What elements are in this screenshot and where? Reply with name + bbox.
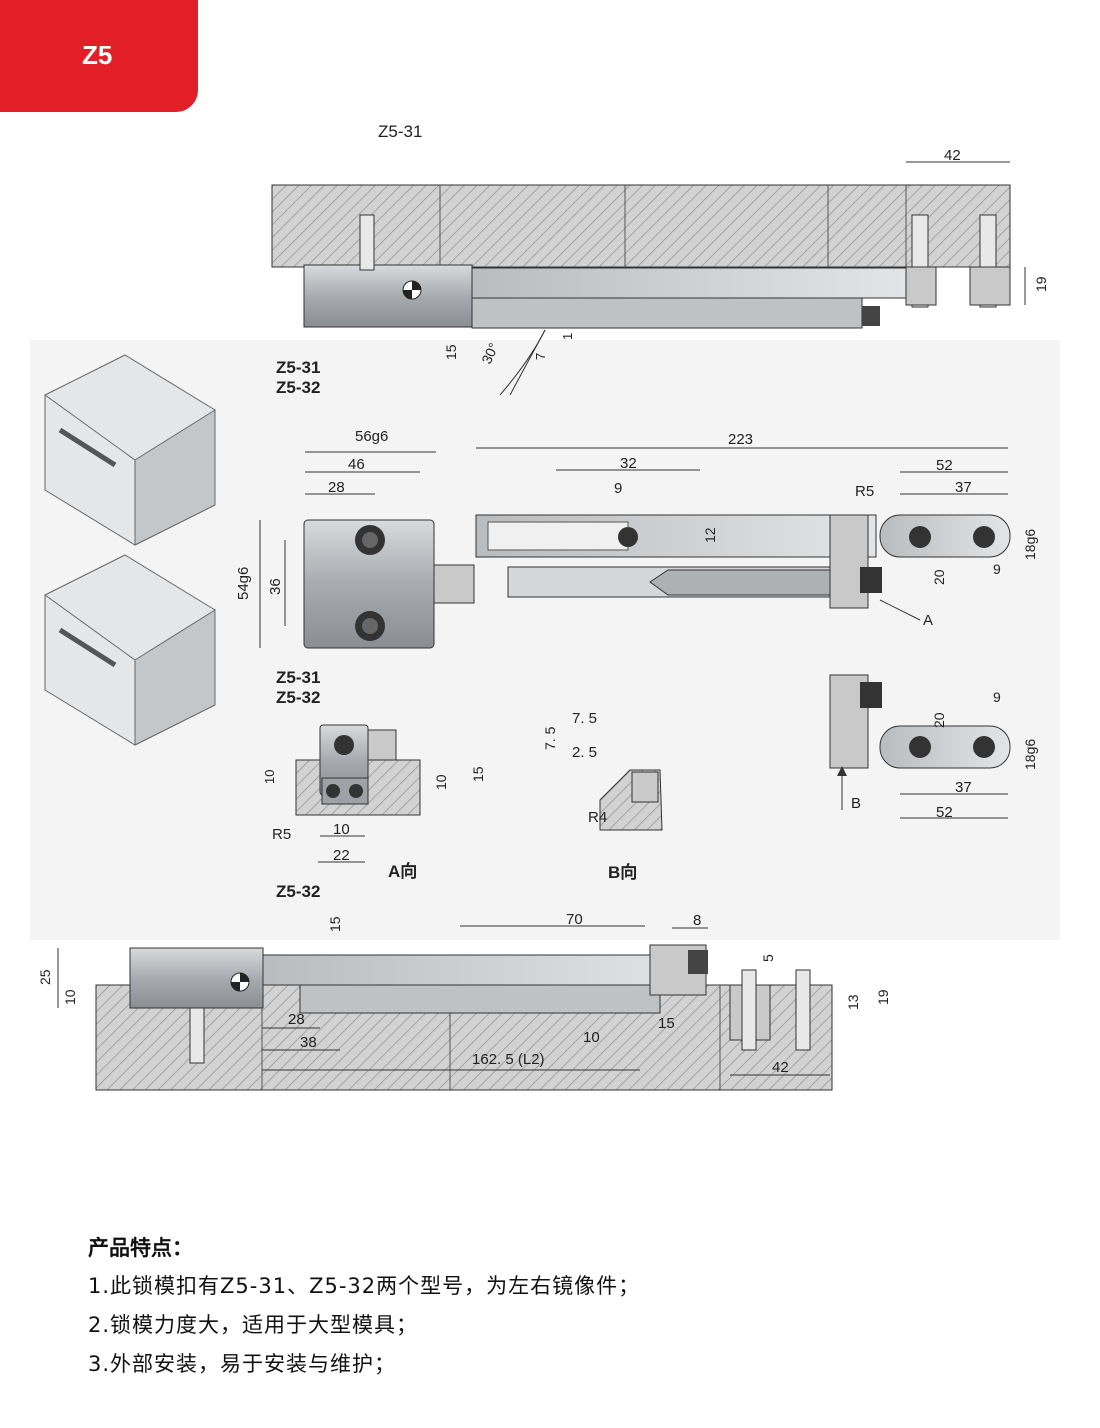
dim-13: 13 <box>845 994 861 1010</box>
dim-42-top: 42 <box>944 147 961 164</box>
dim-46: 46 <box>348 456 365 473</box>
plan-title-b: Z5-32 <box>276 378 320 397</box>
dim-28: 28 <box>328 479 345 496</box>
dim-56g6: 56g6 <box>355 428 388 445</box>
dim-10c: 10 <box>333 821 350 838</box>
model-tab: Z5 <box>0 0 198 112</box>
dim-10a: 10 <box>262 770 277 784</box>
technical-drawing: Z5-31 42 19 15 30° 7 1 Z5-31 Z5-32 56g6 … <box>30 122 1060 1091</box>
feature-item-3: 3.外部安装，易于安装与维护； <box>88 1352 397 1376</box>
dim-19-top: 19 <box>1033 276 1049 292</box>
isometric-view-lower <box>44 554 216 746</box>
dim-38: 38 <box>300 1034 317 1051</box>
dim-15d: 15 <box>658 1015 675 1032</box>
dim-42b: 42 <box>772 1059 789 1076</box>
dim-25: 25 <box>37 969 53 985</box>
dim-R4: R4 <box>588 809 607 826</box>
dim-9b: 9 <box>993 561 1001 577</box>
dim-1: 1 <box>560 333 575 340</box>
dim-15: 15 <box>443 344 459 360</box>
isometric-view-upper <box>44 354 216 546</box>
dim-R5a: R5 <box>855 483 874 500</box>
product-features: 产品特点： 1.此锁模扣有Z5-31、Z5-32两个型号，为左右镜像件； 2.锁… <box>88 1232 640 1387</box>
mid-title-b: Z5-32 <box>276 688 320 707</box>
mould-plate-upper <box>271 184 1011 268</box>
dim-R5b: R5 <box>272 826 291 843</box>
lock-body-top <box>303 264 473 328</box>
top-view-title: Z5-31 <box>378 122 422 141</box>
dim-8: 8 <box>693 912 701 929</box>
feature-item-1: 1.此锁模扣有Z5-31、Z5-32两个型号，为左右镜像件； <box>88 1274 641 1298</box>
dim-A: A <box>923 612 933 629</box>
mid-title-a: Z5-31 <box>276 668 320 687</box>
dim-10d: 10 <box>62 989 78 1005</box>
lock-bar-b-view <box>879 725 1011 769</box>
dim-15b: 15 <box>470 766 486 782</box>
dim-9a: 9 <box>614 480 622 497</box>
dim-10e: 10 <box>583 1029 600 1046</box>
dim-2-5: 2. 5 <box>572 744 597 761</box>
dim-28b: 28 <box>288 1011 305 1028</box>
dim-36: 36 <box>267 578 284 595</box>
dim-52a: 52 <box>936 457 953 474</box>
dim-7: 7 <box>533 353 548 360</box>
dim-22: 22 <box>333 847 350 864</box>
dim-32: 32 <box>620 455 637 472</box>
lock-bar-top <box>471 267 909 299</box>
a-view-label: A向 <box>388 861 417 881</box>
latch-bar-top <box>471 297 863 329</box>
dim-20b: 20 <box>931 712 947 728</box>
model-tab-label: Z5 <box>82 40 113 70</box>
dim-7-5b: 7. 5 <box>542 726 558 750</box>
dim-37a: 37 <box>955 479 972 496</box>
dim-52b: 52 <box>936 804 953 821</box>
dim-223: 223 <box>728 431 753 448</box>
features-title: 产品特点： <box>88 1236 193 1260</box>
dim-70: 70 <box>566 911 583 928</box>
detail-title: Z5-32 <box>276 882 320 901</box>
dim-5: 5 <box>760 954 776 962</box>
dim-12: 12 <box>702 527 718 543</box>
dim-18g6b: 18g6 <box>1022 739 1038 770</box>
plan-title-a: Z5-31 <box>276 358 320 377</box>
dim-7-5a: 7. 5 <box>572 710 597 727</box>
dim-B: B <box>851 795 861 812</box>
dim-19b: 19 <box>875 989 891 1005</box>
dim-162: 162. 5 (L2) <box>472 1051 545 1068</box>
dim-15c: 15 <box>327 916 343 932</box>
dim-9c: 9 <box>993 689 1001 705</box>
dim-10b: 10 <box>433 774 449 790</box>
lock-bar-bottom <box>262 954 700 986</box>
dim-20a: 20 <box>931 569 947 585</box>
dim-18g6a: 18g6 <box>1022 529 1038 560</box>
b-view-label: B向 <box>608 862 637 882</box>
dim-54g6: 54g6 <box>235 567 252 600</box>
feature-item-2: 2.锁模力度大，适用于大型模具； <box>88 1313 419 1337</box>
dim-37b: 37 <box>955 779 972 796</box>
